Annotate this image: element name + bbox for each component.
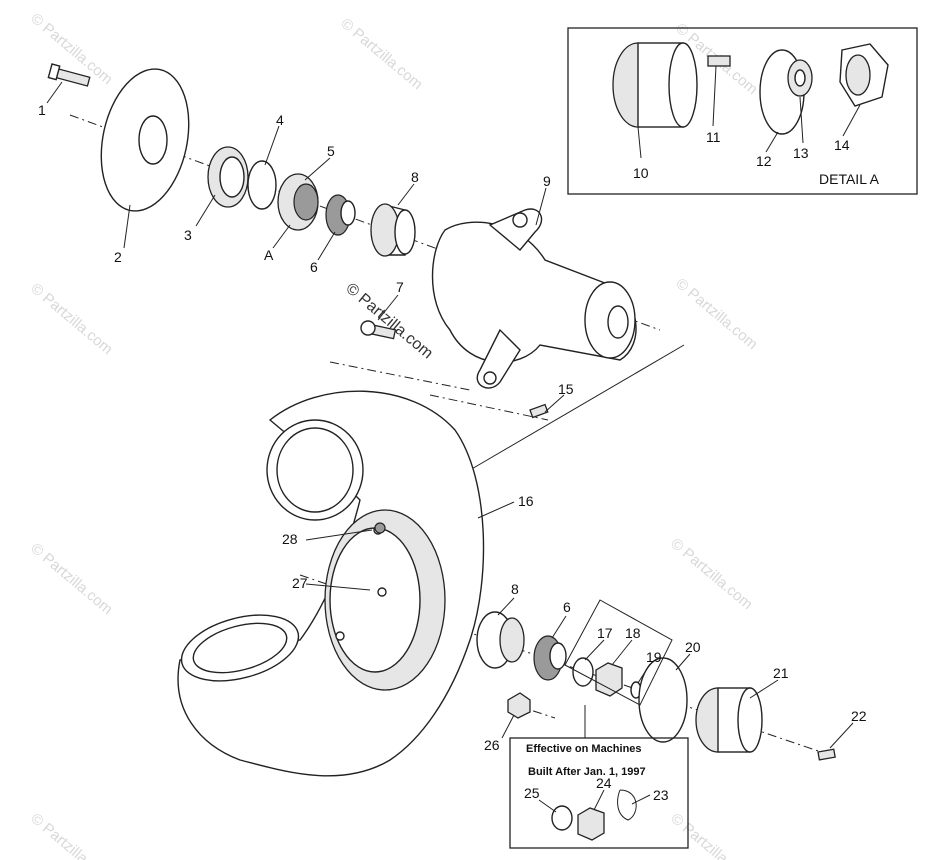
part-23-cotter-pin bbox=[617, 789, 637, 821]
watermark: © Partzilla.com bbox=[342, 280, 436, 362]
callout-A: A bbox=[264, 247, 274, 263]
callout-8-lower: 8 bbox=[511, 581, 519, 597]
bolt-axis-line bbox=[329, 361, 471, 391]
callout-17: 17 bbox=[597, 625, 613, 641]
callout-7: 7 bbox=[396, 279, 404, 295]
detail-a-parts bbox=[612, 42, 889, 135]
part-26-nut bbox=[507, 692, 531, 719]
watermark: © Partzilla.com bbox=[27, 540, 115, 618]
callout-19: 19 bbox=[646, 649, 662, 665]
part-4-snap-ring bbox=[247, 160, 277, 210]
effective-line-1: Effective on Machines bbox=[526, 743, 642, 755]
effective-box bbox=[509, 737, 689, 849]
part-11-pin bbox=[707, 55, 731, 67]
part-8-race-lower bbox=[476, 611, 525, 669]
watermark: © Partzilla.com bbox=[667, 810, 755, 860]
callout-8-upper: 8 bbox=[411, 169, 419, 185]
part-25-washer bbox=[551, 805, 573, 831]
watermark: © Partzilla.com bbox=[672, 275, 760, 353]
part-28-valve bbox=[374, 522, 386, 534]
callout-16: 16 bbox=[518, 493, 534, 509]
part-3-seal bbox=[207, 146, 249, 208]
callout-10: 10 bbox=[633, 165, 649, 181]
part-27-wheel-rim bbox=[324, 509, 446, 691]
stud-axis-line bbox=[429, 394, 549, 421]
bracket-outline bbox=[564, 599, 673, 706]
detail-a-box bbox=[567, 27, 918, 195]
callout-labels: 1 2 3 4 5 A 6 8 9 7 15 16 28 27 8 6 17 1… bbox=[38, 102, 867, 803]
callout-13: 13 bbox=[793, 145, 809, 161]
part-8-race-upper bbox=[370, 203, 416, 257]
callout-6-lower: 6 bbox=[563, 599, 571, 615]
part-9-knuckle-housing bbox=[431, 208, 637, 389]
callout-24: 24 bbox=[596, 775, 612, 791]
callout-20: 20 bbox=[685, 639, 701, 655]
detail-a-label: DETAIL A bbox=[819, 171, 880, 187]
callout-1: 1 bbox=[38, 102, 46, 118]
callout-2: 2 bbox=[114, 249, 122, 265]
part-2-brake-disc bbox=[100, 68, 190, 212]
watermark: © Partzilla.com bbox=[667, 535, 755, 613]
part-6-bearing-upper bbox=[325, 194, 356, 236]
part-22-screw bbox=[817, 748, 836, 761]
watermark: © Partzilla.com bbox=[27, 810, 115, 860]
callout-26: 26 bbox=[484, 737, 500, 753]
callout-21: 21 bbox=[773, 665, 789, 681]
callout-28: 28 bbox=[282, 531, 298, 547]
effective-line-2: Built After Jan. 1, 1997 bbox=[528, 766, 646, 778]
callout-25: 25 bbox=[524, 785, 540, 801]
watermark: © Partzilla.com bbox=[27, 280, 115, 358]
part-15-stud bbox=[529, 403, 549, 419]
effective-box-parts bbox=[551, 789, 637, 841]
callout-22: 22 bbox=[851, 708, 867, 724]
leader-lines bbox=[46, 65, 861, 813]
callout-23: 23 bbox=[653, 787, 669, 803]
callout-27: 27 bbox=[292, 575, 308, 591]
callout-11: 11 bbox=[706, 129, 721, 145]
part-21-hub-cap bbox=[695, 687, 763, 753]
part-1-bolt bbox=[47, 63, 91, 87]
watermark: © Partzilla.com bbox=[337, 15, 425, 93]
part-7-bolt bbox=[360, 320, 397, 340]
callout-4: 4 bbox=[276, 112, 284, 128]
callout-9: 9 bbox=[543, 173, 551, 189]
callout-14: 14 bbox=[834, 137, 850, 153]
part-17-washer bbox=[572, 657, 594, 687]
callout-5: 5 bbox=[327, 143, 335, 159]
part-24-castle-nut bbox=[577, 807, 605, 841]
part-5-hub-clutch bbox=[277, 173, 319, 231]
callout-12: 12 bbox=[756, 153, 772, 169]
callout-6-upper: 6 bbox=[310, 259, 318, 275]
callout-18: 18 bbox=[625, 625, 641, 641]
part-18-castle-nut bbox=[595, 662, 623, 697]
callout-3: 3 bbox=[184, 227, 192, 243]
hub-to-tire-leader bbox=[469, 344, 685, 471]
part-6-bearing-lower bbox=[533, 635, 567, 681]
callout-15: 15 bbox=[558, 381, 574, 397]
